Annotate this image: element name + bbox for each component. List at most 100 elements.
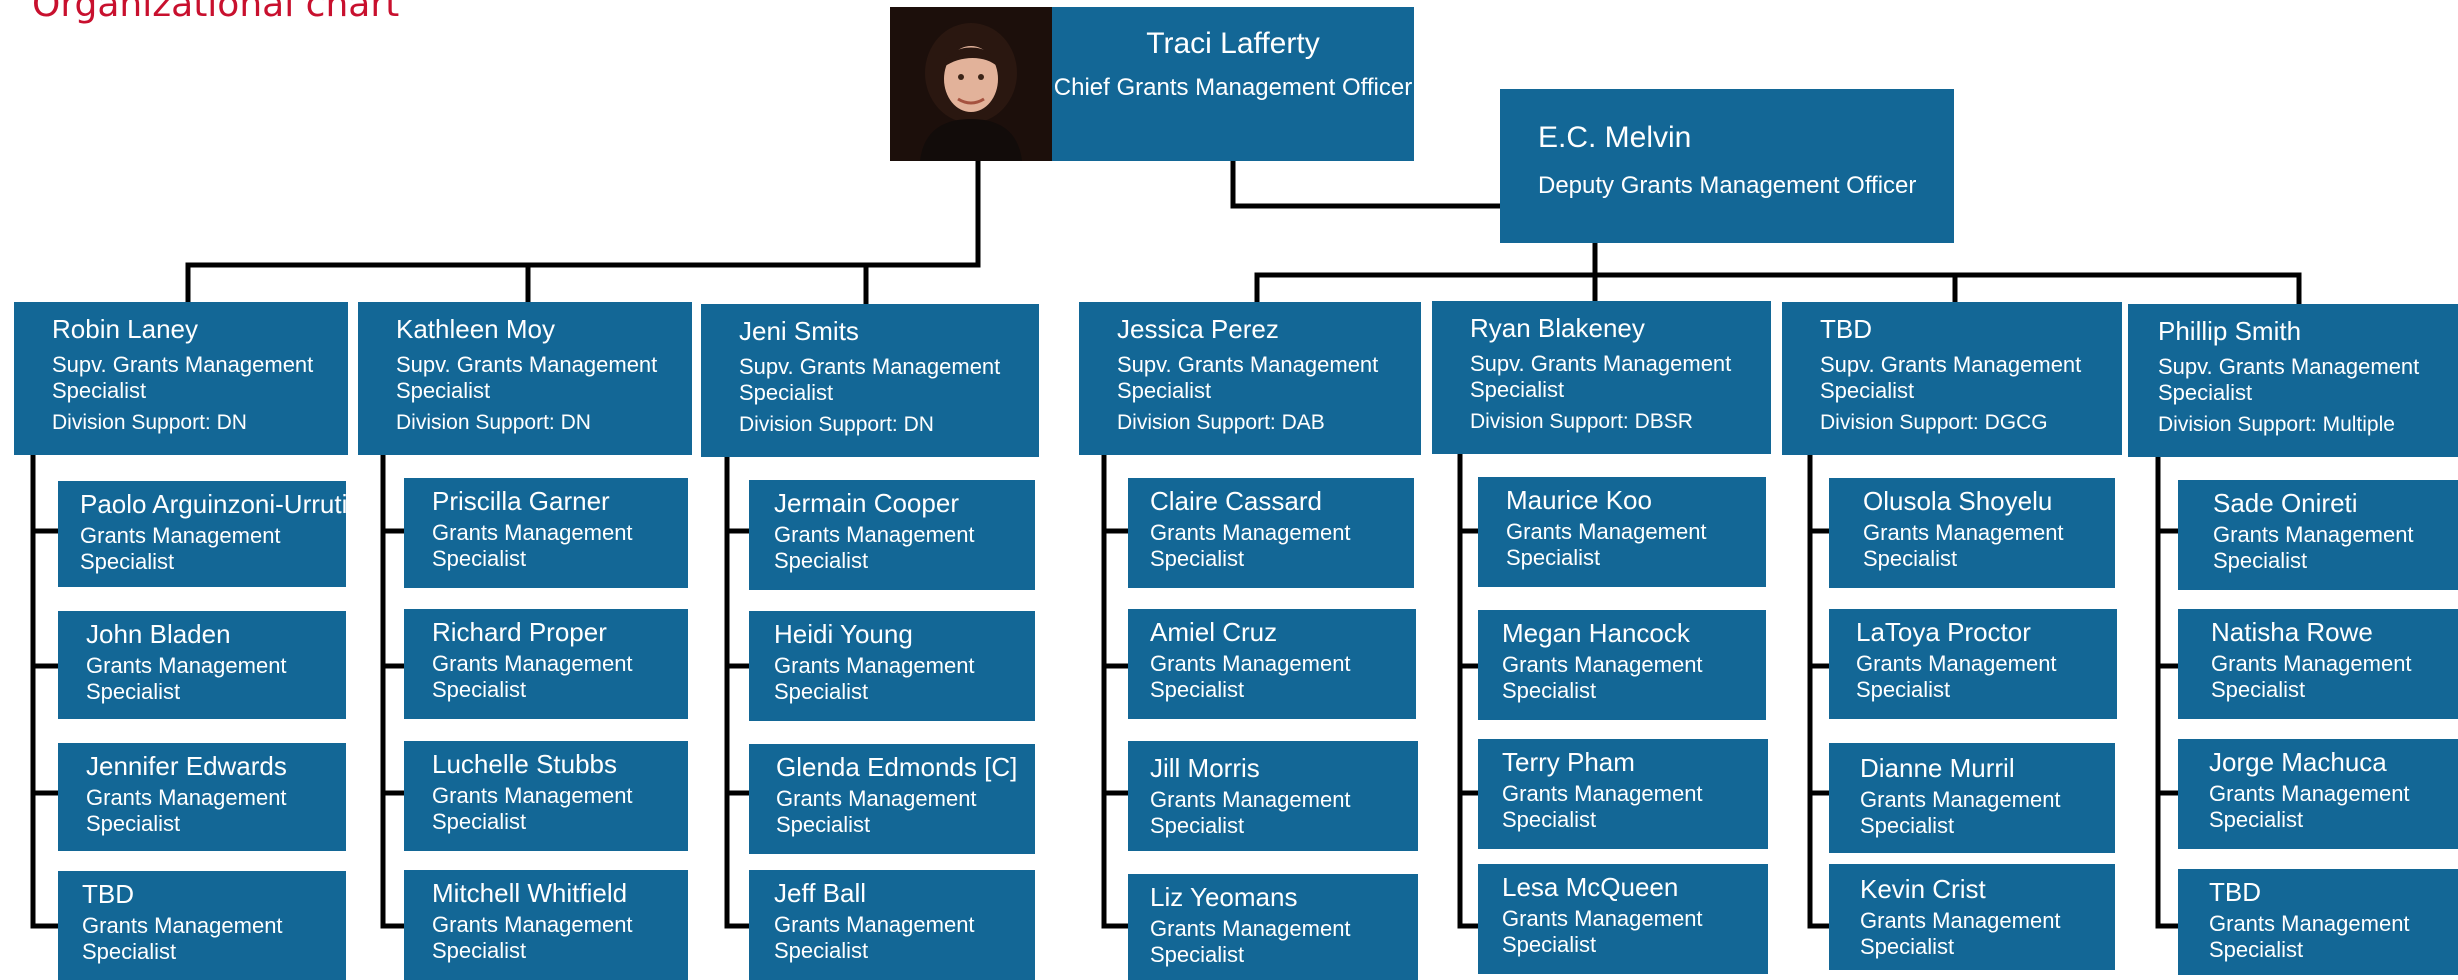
deputy-box[interactable]: E.C. Melvin Deputy Grants Management Off… bbox=[1500, 89, 1954, 243]
supervisor-name: Jeni Smits bbox=[739, 316, 859, 346]
chief-role: Chief Grants Management Officer bbox=[1053, 74, 1413, 101]
staff-name: Jermain Cooper bbox=[774, 488, 959, 518]
staff-name: Claire Cassard bbox=[1150, 486, 1322, 516]
staff-box[interactable]: Dianne Murril Grants Management Speciali… bbox=[1829, 743, 2115, 853]
staff-box[interactable]: Terry Pham Grants Management Specialist bbox=[1478, 739, 1768, 849]
staff-role: Grants Management Specialist bbox=[432, 912, 633, 963]
staff-role: Grants Management Specialist bbox=[2211, 651, 2412, 702]
staff-box[interactable]: Megan Hancock Grants Management Speciali… bbox=[1478, 610, 1766, 720]
staff-name: Olusola Shoyelu bbox=[1863, 486, 2053, 516]
staff-box[interactable]: Paolo Arguinzoni-Urrutia Grants Manageme… bbox=[58, 481, 346, 587]
staff-role: Grants Management Specialist bbox=[86, 653, 287, 704]
division-support: Division Support: Multiple bbox=[2158, 413, 2395, 436]
supervisor-name: Jessica Perez bbox=[1117, 314, 1279, 344]
staff-role: Grants Management Specialist bbox=[1502, 652, 1703, 703]
staff-box[interactable]: Sade Onireti Grants Management Specialis… bbox=[2178, 480, 2458, 590]
staff-box[interactable]: TBD Grants Management Specialist bbox=[58, 871, 346, 980]
staff-name: Heidi Young bbox=[774, 619, 913, 649]
staff-box[interactable]: Luchelle Stubbs Grants Management Specia… bbox=[404, 741, 688, 851]
staff-name: Mitchell Whitfield bbox=[432, 878, 628, 908]
staff-box[interactable]: Claire Cassard Grants Management Special… bbox=[1128, 478, 1414, 588]
staff-box[interactable]: Jennifer Edwards Grants Management Speci… bbox=[58, 743, 346, 851]
staff-name: Glenda Edmonds [C] bbox=[776, 752, 1018, 782]
staff-name: TBD bbox=[82, 879, 134, 909]
staff-name: Kevin Crist bbox=[1860, 874, 1986, 904]
staff-role: Grants Management Specialist bbox=[774, 522, 975, 573]
division-support: Division Support: DN bbox=[739, 413, 934, 436]
supervisor-box[interactable]: Jeni Smits Supv. Grants Management Speci… bbox=[701, 304, 1039, 457]
staff-box[interactable]: Priscilla Garner Grants Management Speci… bbox=[404, 478, 688, 588]
supervisor-role: Supv. Grants Management Specialist bbox=[739, 354, 1001, 405]
staff-name: Megan Hancock bbox=[1502, 618, 1690, 648]
page-title: Organizational chart bbox=[32, 0, 400, 25]
staff-box[interactable]: TBD Grants Management Specialist bbox=[2178, 869, 2458, 975]
staff-box[interactable]: Lesa McQueen Grants Management Specialis… bbox=[1478, 864, 1768, 974]
division-support: Division Support: DBSR bbox=[1470, 410, 1693, 433]
portrait-image bbox=[890, 7, 1052, 161]
staff-name: Lesa McQueen bbox=[1502, 872, 1679, 902]
staff-role: Grants Management Specialist bbox=[432, 783, 633, 834]
staff-name: Dianne Murril bbox=[1860, 753, 2015, 783]
staff-name: Richard Proper bbox=[432, 617, 607, 647]
staff-role: Grants Management Specialist bbox=[1150, 651, 1351, 702]
staff-role: Grants Management Specialist bbox=[1150, 787, 1351, 838]
staff-box[interactable]: Jeff Ball Grants Management Specialist bbox=[749, 870, 1035, 980]
staff-name: Jennifer Edwards bbox=[86, 751, 287, 781]
staff-name: Amiel Cruz bbox=[1150, 617, 1278, 647]
staff-role: Grants Management Specialist bbox=[774, 653, 975, 704]
supervisor-name: TBD bbox=[1820, 314, 1872, 344]
supervisor-name: Phillip Smith bbox=[2158, 316, 2302, 346]
staff-box[interactable]: Amiel Cruz Grants Management Specialist bbox=[1128, 609, 1416, 719]
supervisor-box[interactable]: Kathleen Moy Supv. Grants Management Spe… bbox=[358, 302, 692, 455]
staff-name: Jorge Machuca bbox=[2209, 747, 2387, 777]
staff-box[interactable]: Liz Yeomans Grants Management Specialist bbox=[1128, 874, 1418, 980]
staff-name: Priscilla Garner bbox=[432, 486, 610, 516]
staff-role: Grants Management Specialist bbox=[1150, 916, 1351, 967]
supervisor-box[interactable]: Robin Laney Supv. Grants Management Spec… bbox=[14, 302, 348, 455]
staff-role: Grants Management Specialist bbox=[2209, 911, 2410, 962]
staff-box[interactable]: Jermain Cooper Grants Management Special… bbox=[749, 480, 1035, 590]
staff-name: Jeff Ball bbox=[774, 878, 867, 908]
supervisor-name: Robin Laney bbox=[52, 314, 198, 344]
staff-box[interactable]: Maurice Koo Grants Management Specialist bbox=[1478, 477, 1766, 587]
staff-role: Grants Management Specialist bbox=[432, 520, 633, 571]
staff-box[interactable]: Jill Morris Grants Management Specialist bbox=[1128, 741, 1418, 851]
supervisor-box[interactable]: Ryan Blakeney Supv. Grants Management Sp… bbox=[1432, 301, 1771, 454]
staff-role: Grants Management Specialist bbox=[1863, 520, 2064, 571]
chief-photo bbox=[890, 7, 1052, 161]
staff-role: Grants Management Specialist bbox=[1502, 906, 1703, 957]
staff-name: TBD bbox=[2209, 877, 2261, 907]
staff-role: Grants Management Specialist bbox=[774, 912, 975, 963]
division-support: Division Support: DAB bbox=[1117, 411, 1325, 434]
supervisor-role: Supv. Grants Management Specialist bbox=[2158, 354, 2420, 405]
staff-box[interactable]: Glenda Edmonds [C] Grants Management Spe… bbox=[749, 744, 1035, 854]
supervisor-box[interactable]: Phillip Smith Supv. Grants Management Sp… bbox=[2128, 304, 2458, 457]
staff-role: Grants Management Specialist bbox=[1150, 520, 1351, 571]
staff-role: Grants Management Specialist bbox=[1502, 781, 1703, 832]
staff-name: Liz Yeomans bbox=[1150, 882, 1298, 912]
staff-box[interactable]: Heidi Young Grants Management Specialist bbox=[749, 611, 1035, 721]
staff-role: Grants Management Specialist bbox=[432, 651, 633, 702]
staff-box[interactable]: LaToya Proctor Grants Management Special… bbox=[1829, 609, 2117, 719]
staff-role: Grants Management Specialist bbox=[80, 523, 281, 574]
staff-name: Jill Morris bbox=[1150, 753, 1260, 783]
staff-box[interactable]: Jorge Machuca Grants Management Speciali… bbox=[2178, 739, 2458, 849]
staff-box[interactable]: Natisha Rowe Grants Management Specialis… bbox=[2178, 609, 2458, 719]
deputy-name: E.C. Melvin bbox=[1538, 121, 1692, 154]
staff-name: Terry Pham bbox=[1502, 747, 1635, 777]
staff-box[interactable]: John Bladen Grants Management Specialist bbox=[58, 611, 346, 719]
staff-box[interactable]: Kevin Crist Grants Management Specialist bbox=[1829, 864, 2115, 970]
staff-box[interactable]: Mitchell Whitfield Grants Management Spe… bbox=[404, 870, 688, 980]
supervisor-box[interactable]: TBD Supv. Grants Management Specialist D… bbox=[1782, 302, 2122, 455]
chief-box[interactable]: Traci Lafferty Chief Grants Management O… bbox=[1052, 7, 1414, 161]
staff-name: John Bladen bbox=[86, 619, 231, 649]
staff-name: LaToya Proctor bbox=[1856, 617, 2031, 647]
staff-role: Grants Management Specialist bbox=[86, 785, 287, 836]
staff-box[interactable]: Richard Proper Grants Management Special… bbox=[404, 609, 688, 719]
division-support: Division Support: DN bbox=[52, 411, 247, 434]
supervisor-role: Supv. Grants Management Specialist bbox=[1820, 352, 2082, 403]
supervisor-box[interactable]: Jessica Perez Supv. Grants Management Sp… bbox=[1079, 302, 1421, 455]
staff-box[interactable]: Olusola Shoyelu Grants Management Specia… bbox=[1829, 478, 2115, 588]
staff-role: Grants Management Specialist bbox=[1860, 787, 2061, 838]
supervisor-role: Supv. Grants Management Specialist bbox=[1117, 352, 1379, 403]
